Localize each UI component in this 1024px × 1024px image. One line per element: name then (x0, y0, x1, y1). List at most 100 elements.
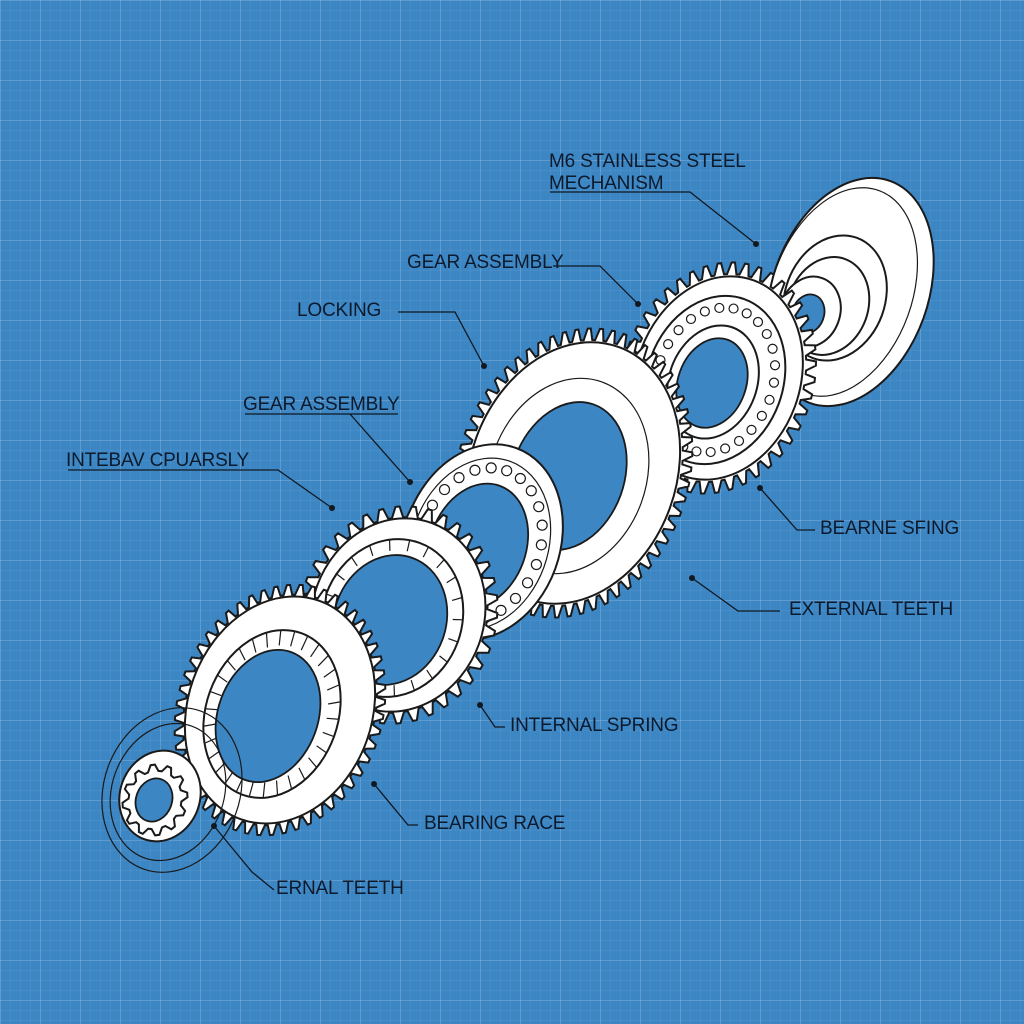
bearing-ball (756, 410, 767, 422)
spline-line (287, 775, 293, 790)
leader-bearne-sfing (757, 485, 815, 531)
bearing-ball (699, 306, 710, 317)
bearing-ball (741, 308, 752, 319)
bearing-bore (675, 337, 749, 429)
leader-bearne-sfing-dot (757, 485, 763, 491)
spline-line (446, 576, 457, 584)
end-cap-outer (101, 707, 243, 873)
spline-line (323, 668, 336, 678)
bearing-ball (728, 303, 739, 314)
bearing-ball (509, 592, 522, 605)
bearing-ball (746, 424, 757, 435)
label-stainless-steel-mechanism: M6 STAINLESS STEEL MECHANISM (549, 151, 746, 195)
bearing-ball (663, 338, 674, 350)
spline-line (336, 573, 345, 581)
hub-bore (134, 777, 174, 823)
bearing-ball (501, 465, 513, 477)
spline-line (308, 757, 318, 768)
label-locking: LOCKING (297, 300, 382, 321)
leader-gear-assembly-mid-line (245, 413, 411, 483)
leader-ernal-teeth-dot (211, 823, 217, 829)
spline-line (278, 630, 282, 646)
leader-internal-spring-dot (477, 702, 483, 708)
leader-stainless-line (550, 191, 757, 245)
end-cap (101, 707, 243, 873)
spline-line (275, 780, 279, 796)
label-internal-cpuarsly: INTEBAV CPUARSLY (66, 450, 249, 471)
bearing-ball (673, 325, 684, 336)
bearing-ball (720, 443, 731, 454)
spline-line (436, 559, 445, 569)
bearing-race-gear (173, 583, 387, 837)
leader-gear-assembly-mid (245, 413, 413, 485)
spline-line (350, 556, 358, 567)
spline-line (369, 545, 374, 557)
spline-line (251, 638, 257, 653)
leader-ernal-teeth (211, 823, 275, 891)
spline-line (426, 669, 434, 680)
spline-line (209, 690, 222, 697)
spline-line (248, 781, 254, 797)
bearing-ball (764, 394, 775, 405)
bearing-ball (469, 464, 481, 476)
spline-line (290, 631, 296, 647)
bearing-ball (533, 501, 545, 513)
bearing-ball (752, 316, 764, 328)
leader-gear-assembly-top-dot (635, 301, 641, 307)
spline-line (238, 647, 246, 661)
label-bearing-race: BEARING RACE (424, 813, 566, 834)
leader-internal-cpuarsly (68, 469, 335, 511)
bearing-ball (525, 485, 537, 497)
spline-line (217, 674, 228, 683)
leader-internal-spring (477, 702, 505, 728)
spline-line (422, 546, 429, 558)
label-internal-spring: INTERNAL SPRING (510, 715, 679, 736)
spline-line (406, 540, 411, 552)
bearing-ball (761, 328, 772, 340)
bearing-ball (714, 302, 725, 314)
leader-gear-assembly-top (553, 265, 641, 307)
leader-stainless (550, 191, 759, 247)
leader-ernal-teeth-line (213, 825, 275, 891)
spline-line (316, 745, 327, 754)
race-slots (203, 630, 341, 798)
spline-line (300, 635, 309, 651)
spline-line (317, 654, 329, 667)
leader-external-teeth-dot (689, 575, 695, 581)
spline-line (326, 684, 340, 691)
bearing-ball (536, 519, 548, 531)
race-bore (214, 648, 322, 784)
gear-parts (101, 176, 935, 873)
bearing-ball (733, 435, 745, 447)
leader-locking (398, 311, 487, 369)
label-bearne-sfing: BEARNE SFING (820, 518, 960, 539)
label-ernal-teeth: ERNAL TEETH (276, 878, 404, 899)
label-external-teeth: EXTERNAL TEETH (789, 599, 954, 620)
bearing-ball (767, 343, 778, 354)
leader-external-teeth-line (691, 577, 780, 612)
spline-line (322, 731, 335, 738)
leader-bearne-sfing-line (759, 487, 815, 531)
leader-bearing-race (371, 781, 418, 826)
spline-line (328, 701, 341, 705)
leader-bearing-race-dot (371, 781, 377, 787)
bearing-ball (485, 462, 497, 474)
spline-line (265, 632, 269, 648)
leader-external-teeth (689, 575, 780, 612)
leader-internal-spring-line (479, 704, 505, 728)
label-gear-assembly-top: GEAR ASSEMBLY (407, 252, 564, 273)
spline-line (226, 660, 236, 671)
spline-line (205, 708, 218, 711)
leader-internal-cpuarsly-line (68, 469, 333, 509)
bearing-ball (685, 313, 697, 325)
spline-line (262, 782, 266, 798)
spline-line (410, 679, 415, 691)
spline-line (451, 596, 463, 602)
bearing-ball (691, 446, 702, 457)
spline-line (310, 643, 320, 658)
label-gear-assembly-mid: GEAR ASSEMBLY (243, 394, 400, 415)
leader-stainless-dot (753, 241, 759, 247)
leader-locking-dot (481, 363, 487, 369)
